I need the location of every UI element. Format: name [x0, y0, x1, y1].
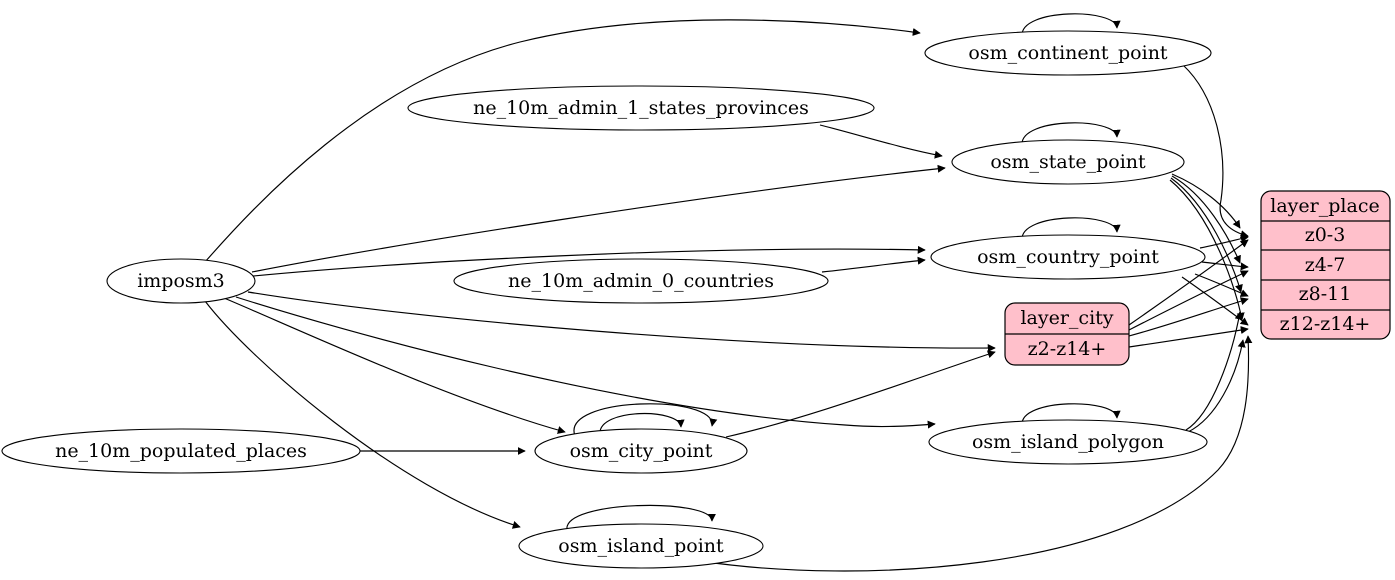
layer-place-title: layer_place	[1270, 195, 1379, 217]
node-shape-ellipse	[1, 428, 361, 474]
layer-place-row-z4-7[interactable]: z4-7	[1305, 254, 1346, 276]
node-label: osm_state_point	[990, 151, 1146, 173]
edge-ne-countries-to-osm-country-point	[821, 256, 926, 273]
edge-osm-island-point-to-layer-place-z12-z14	[699, 335, 1253, 572]
self-loop-osm-country-point	[1021, 217, 1121, 241]
layer-place-row-z0-3[interactable]: z0-3	[1305, 224, 1346, 246]
node-label: ne_10m_populated_places	[55, 440, 307, 462]
edge-imposm3-to-osm-country-point	[252, 245, 926, 277]
nodes-layer: imposm3 ne_10m_admin_1_states_provinces …	[1, 30, 1212, 569]
node-label: osm_island_point	[558, 535, 724, 557]
node-shape-ellipse	[518, 523, 764, 569]
node-shape-ellipse	[453, 258, 829, 304]
node-osm-country-point[interactable]: osm_country_point	[930, 234, 1206, 280]
node-label: ne_10m_admin_0_countries	[508, 270, 774, 292]
edge-osm-country-point-to-layer-place-z8-11	[1194, 273, 1249, 297]
layer-place-row-z12-z14[interactable]: z12-z14+	[1280, 313, 1371, 335]
edge-osm-island-polygon-to-layer-place-z12-z14	[1187, 339, 1246, 433]
self-loop-osm-continent-point	[1021, 13, 1121, 37]
edge-imposm3-to-layer-city	[247, 291, 996, 353]
edge-imposm3-to-osm-city-point	[223, 297, 566, 434]
edge-osm-state-point-to-layer-place-z4-7	[1171, 175, 1241, 264]
node-osm-island-point[interactable]: osm_island_point	[518, 523, 764, 569]
node-layer-place[interactable]: layer_place z0-3 z4-7 z8-11 z12-z14+	[1260, 190, 1391, 340]
edge-osm-state-point-to-layer-place-z12-z14	[1169, 179, 1245, 321]
node-shape-ellipse	[951, 139, 1185, 185]
edge-imposm3-to-osm-continent-point	[204, 19, 921, 263]
node-label: osm_continent_point	[968, 42, 1168, 64]
self-loop-osm-island-point	[566, 504, 716, 531]
node-label: osm_city_point	[570, 440, 713, 462]
self-loop-osm-island-polygon	[1021, 403, 1121, 426]
node-label: osm_country_point	[977, 246, 1159, 268]
layer-city-row-z2-z14[interactable]: z2-z14+	[1028, 338, 1107, 360]
node-label: imposm3	[137, 270, 225, 292]
node-shape-ellipse	[534, 428, 748, 474]
edge-osm-state-point-to-layer-place-z8-11	[1170, 177, 1243, 293]
node-osm-continent-point[interactable]: osm_continent_point	[924, 30, 1212, 76]
record-nodes-layer: layer_place z0-3 z4-7 z8-11 z12-z14+ lay…	[1004, 190, 1391, 366]
edge-osm-city-point-to-layer-city	[725, 350, 996, 438]
self-loop-osm-state-point	[1021, 122, 1121, 146]
node-shape-ellipse	[930, 234, 1206, 280]
edge-layer-city-to-layer-place-z8-11	[1128, 297, 1249, 337]
node-layer-city[interactable]: layer_city z2-z14+	[1004, 302, 1130, 366]
edges-layer	[204, 13, 1253, 572]
edge-imposm3-to-osm-island-point	[204, 300, 521, 529]
node-shape-ellipse	[924, 30, 1212, 76]
node-shape-ellipse	[928, 419, 1208, 465]
node-ne-10m-populated-places[interactable]: ne_10m_populated_places	[1, 428, 361, 474]
edge-osm-country-point-to-layer-place-z4-7	[1201, 261, 1249, 271]
self-loop-osm-city-point-inner	[599, 413, 685, 435]
edge-imposm3-to-osm-island-polygon	[235, 296, 936, 429]
layer-city-title: layer_city	[1020, 307, 1113, 329]
node-label: osm_island_polygon	[972, 431, 1164, 453]
node-imposm3[interactable]: imposm3	[106, 258, 256, 304]
node-label: ne_10m_admin_1_states_provinces	[473, 97, 809, 119]
edge-layer-city-to-layer-place-z4-7	[1128, 270, 1249, 331]
edge-osm-continent-point-to-layer-place-z0-3	[1182, 64, 1249, 239]
edge-imposm3-to-osm-state-point	[251, 164, 946, 273]
layer-place-background	[1260, 190, 1391, 340]
edge-layer-city-to-layer-place-z12-z14	[1128, 326, 1249, 348]
node-shape-ellipse	[407, 85, 875, 131]
node-osm-island-polygon[interactable]: osm_island_polygon	[928, 419, 1208, 465]
node-ne-10m-admin-1-states-provinces[interactable]: ne_10m_admin_1_states_provinces	[407, 85, 875, 131]
edge-osm-state-point-to-layer-place-z0-3	[1171, 173, 1241, 229]
self-loop-osm-city-point-outer	[573, 403, 718, 437]
edge-osm-island-polygon-to-layer-place-z8-11	[1185, 311, 1243, 431]
node-osm-state-point[interactable]: osm_state_point	[951, 139, 1185, 185]
layer-place-row-z8-11[interactable]: z8-11	[1299, 283, 1352, 305]
edge-ne-states-to-osm-state-point	[819, 124, 943, 159]
node-osm-city-point[interactable]: osm_city_point	[534, 428, 748, 474]
node-shape-ellipse	[106, 258, 256, 304]
edge-layer-city-to-layer-place-z0-3	[1128, 239, 1249, 326]
edge-osm-country-point-to-layer-place-z0-3	[1199, 234, 1249, 249]
node-ne-10m-admin-0-countries[interactable]: ne_10m_admin_0_countries	[453, 258, 829, 304]
